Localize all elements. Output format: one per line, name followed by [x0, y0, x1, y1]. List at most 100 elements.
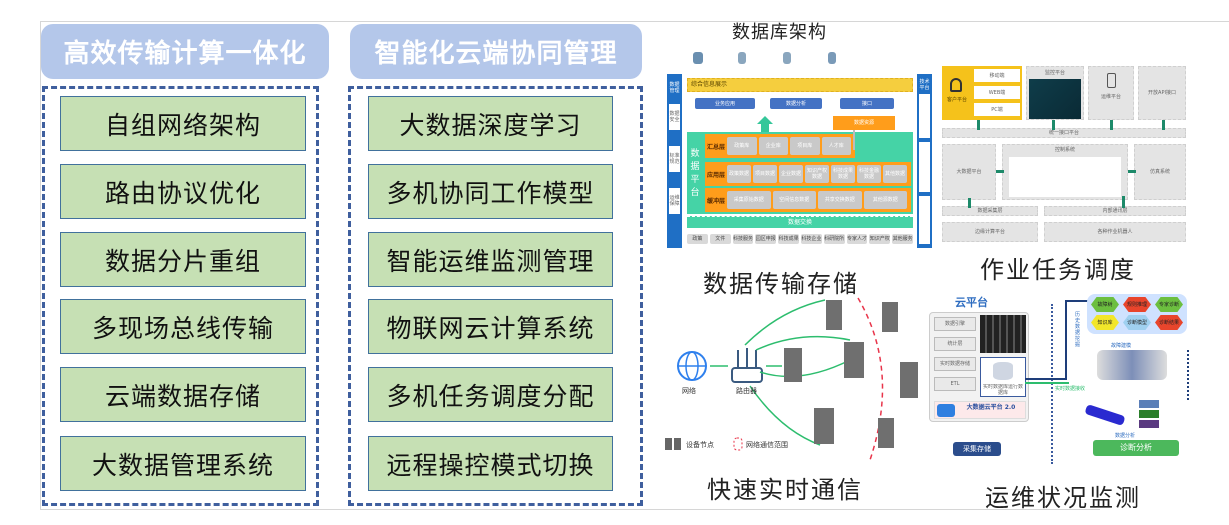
data-platform-label: 数据平台 [690, 149, 700, 198]
layer-cell: 企业库 [758, 137, 788, 155]
ops-platform-block: 运维平台 [1088, 66, 1134, 120]
diagnosis-badge: 诊断分析 [1093, 440, 1179, 456]
diagnosis-hex: 故障树 [1091, 297, 1119, 312]
layer-cell: 采集原始数据 [727, 191, 771, 209]
service-box: 业务应用 [695, 98, 755, 109]
client-platform-block: 客户平台 移动端 WEB端 PC端 [942, 66, 1022, 120]
middle-column-dashed-box [348, 86, 643, 506]
left-side-item: 运维保障 [669, 188, 680, 214]
data-source-item: 科技成果 [778, 234, 799, 244]
client-item: 移动端 [974, 69, 1020, 82]
layer-cell: 共享交换数据 [818, 191, 862, 209]
robots-block: 各种作业机器人 [1044, 222, 1186, 242]
cloud-platform-name: 大数据云平台 2.0 [966, 404, 1016, 411]
user-icon [828, 52, 836, 64]
open-api-block: 开放API接口 [1138, 66, 1186, 120]
analysis-chart-line [1084, 404, 1126, 426]
device-node-icon [878, 418, 894, 448]
legend-device-label: 设备节点 [686, 441, 714, 449]
network-label: 网络 [682, 387, 696, 395]
history-arrow [1065, 300, 1067, 380]
realtime-label: 实时数据接收 [1055, 386, 1086, 392]
platform-layer: 应用层政策数据项目数据企业数据知识产权数据科技成果数据科技金融数据其他数据 [705, 162, 911, 186]
fault-modeling-label: 故障建模 [1111, 343, 1132, 349]
feature-item: 数据分片重组 [60, 232, 306, 287]
communication-caption: 快速实时通信 [707, 476, 863, 504]
data-source-item: 园区申报 [755, 234, 777, 244]
history-label: 历史数据挖掘 [1075, 312, 1081, 348]
device-node-icon [784, 348, 802, 382]
layer-name: 缓冲层 [707, 198, 726, 205]
right-side-slot [919, 196, 930, 244]
client-item: WEB端 [974, 86, 1020, 99]
control-grid [1009, 157, 1121, 197]
diagnosis-hex: 诊断结果 [1155, 315, 1183, 330]
device-nodes [784, 300, 918, 448]
diagnosis-hex: 专家诊断 [1155, 297, 1183, 312]
scheduling-caption: 作业任务调度 [980, 256, 1136, 284]
client-platform-label: 客户平台 [946, 97, 967, 103]
feature-item: 大数据深度学习 [368, 96, 613, 151]
layer-cell: 企业数据 [779, 165, 803, 183]
connector-line [853, 130, 855, 150]
layer-cell: 政策数据 [727, 165, 751, 183]
service-box: 数据分析 [770, 98, 822, 109]
data-source-item: 文件 [709, 234, 731, 244]
communication-diagram: 网络 路由器 设备节点 网络通信范围 [660, 290, 920, 460]
cloud-platform-box: 数据引擎 统计层 实时数据存储 ETL 实时数据库运行数据库 大数据云平台 2.… [929, 312, 1029, 422]
database-architecture-title: 数据库架构 [732, 22, 827, 43]
cloud-platform-banner: 大数据云平台 2.0 [934, 401, 1026, 419]
left-column-header: 高效传输计算一体化 [41, 24, 329, 79]
cloud-layer: 统计层 [934, 337, 976, 351]
left-side-item: 数据安全 [669, 104, 680, 130]
legend-range-label: 网络通信范围 [746, 441, 788, 449]
layer-cell: 项目库 [790, 137, 820, 155]
diagnosis-hex: 诊断模型 [1123, 315, 1151, 330]
right-side-item: 技术平台 [919, 79, 930, 91]
feature-item: 智能运维监测管理 [368, 232, 613, 287]
data-source-item: 专家人才 [846, 234, 868, 244]
cloud-layer: 数据引擎 [934, 317, 976, 331]
data-storage-caption: 数据传输存储 [703, 270, 859, 298]
data-source-item: 科技企业 [800, 234, 822, 244]
up-arrow-icon [757, 116, 773, 124]
data-source-item: 科研院所 [823, 234, 845, 244]
layer-cell: 空间信息数据 [772, 191, 816, 209]
right-side-slot [919, 94, 930, 138]
interface-bar: 统一接口平台 [942, 128, 1186, 138]
legend-swatch [1139, 410, 1159, 418]
data-source-item: 知识产权 [869, 234, 891, 244]
data-collection-bar: 数据采集层 [942, 206, 1038, 216]
legend-swatch [1139, 400, 1159, 408]
platform-layer: 缓冲层采集原始数据空间信息数据共享交换数据其他源数据 [705, 188, 911, 212]
big-data-block: 大数据平台 [942, 144, 996, 200]
feature-item: 大数据管理系统 [60, 436, 306, 491]
data-source-item: 科技服务 [732, 234, 754, 244]
feature-item: 自组网络架构 [60, 96, 306, 151]
diagnosis-hex: 规则推理 [1123, 297, 1151, 312]
feature-item: 多现场总线传输 [60, 299, 306, 354]
block-label: 监控平台 [1044, 70, 1065, 76]
block-label: 运维平台 [1100, 94, 1121, 100]
layer-cell: 项目数据 [753, 165, 777, 183]
divider-dotted [1187, 350, 1189, 400]
monitoring-caption: 运维状况监测 [985, 484, 1141, 512]
user-icon [693, 52, 703, 64]
communication-svg [665, 297, 918, 460]
data-storage-diagram: 数据管理 数据安全 标准规范 运维保障 技术平台 综合信息展示 业务应用 数据分… [665, 40, 937, 250]
history-arrow [1025, 378, 1065, 380]
user-icon [783, 52, 791, 64]
left-side-item: 数据管理 [669, 80, 680, 96]
divider-dotted [1051, 304, 1053, 464]
device-node-icon [826, 300, 842, 330]
mobile-phone-icon [1107, 73, 1116, 88]
layer-cell: 政策库 [727, 137, 757, 155]
right-side-bar: 技术平台 [917, 74, 932, 248]
data-platform-area: 数据平台 汇总层政策库企业库项目库人才库应用层政策数据项目数据企业数据知识产权数… [687, 132, 913, 214]
legend-device-icon [665, 438, 672, 450]
bidirectional-arrow-icon [968, 198, 971, 208]
data-resource-box: 数据资源 [833, 116, 895, 130]
edge-platform-block: 边缘计算平台 [942, 222, 1038, 242]
user-icon [738, 52, 746, 64]
realtime-arrow [1025, 382, 1069, 384]
